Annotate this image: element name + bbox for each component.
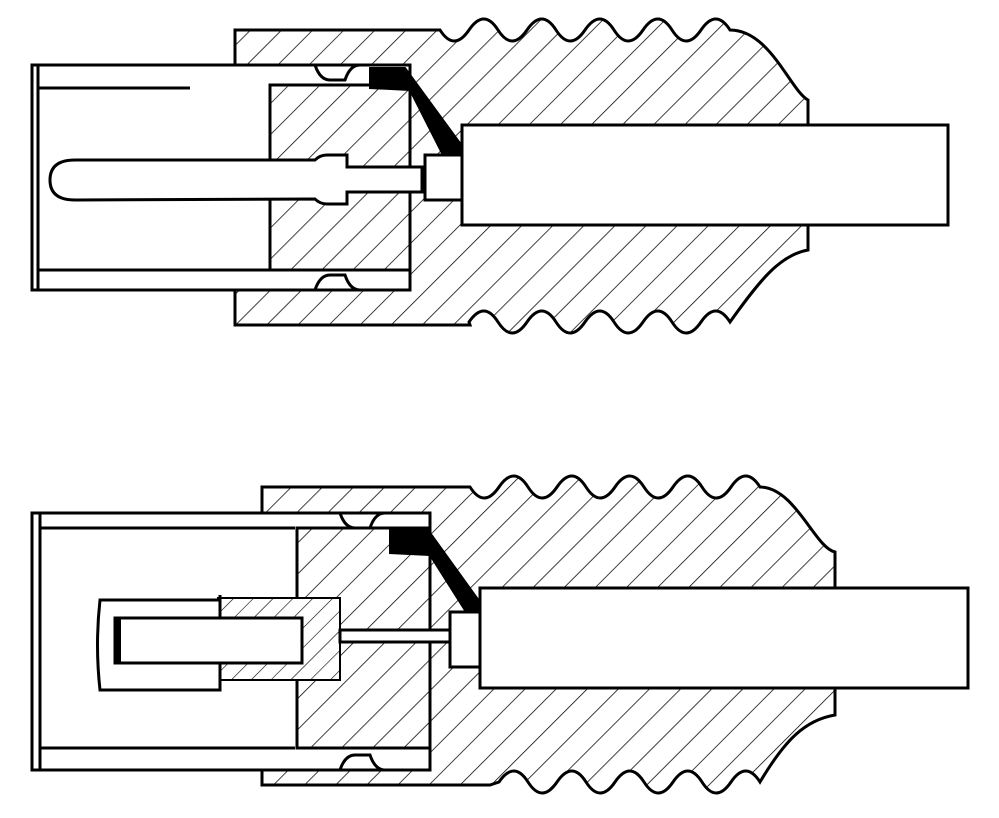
groove (312, 63, 361, 82)
center-pin (48, 153, 424, 206)
cable (460, 123, 950, 227)
pin-shaft (338, 628, 452, 644)
bottom-connector (30, 474, 970, 795)
pin-contact (448, 610, 482, 669)
groove (337, 753, 386, 772)
socket-bore-shadow (114, 617, 121, 664)
groove (337, 511, 386, 530)
groove (312, 273, 361, 292)
outer-sleeve (30, 63, 270, 292)
cable (478, 586, 970, 690)
top-connector (30, 17, 950, 335)
outer-sleeve (30, 511, 295, 772)
pin-contact (423, 153, 464, 202)
socket-bore (113, 616, 304, 665)
